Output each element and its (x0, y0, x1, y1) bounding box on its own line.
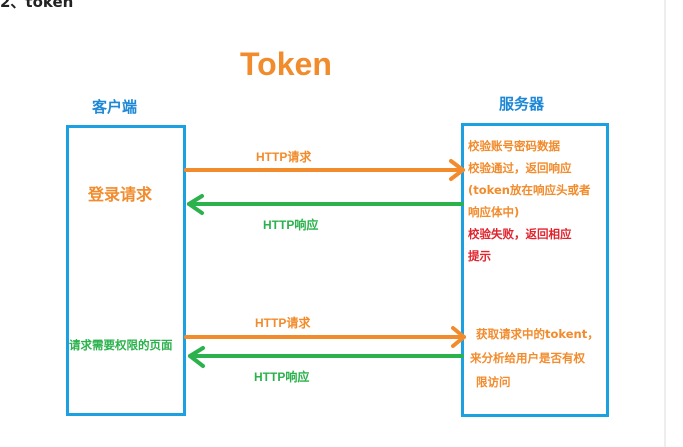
client-label: 客户端 (92, 98, 138, 116)
server-text-line: 限访问 (476, 375, 511, 389)
response-arrow-1 (187, 194, 464, 215)
protected-page-request-text: 请求需要权限的页面 (69, 338, 173, 352)
section-heading: 2、token (0, 0, 74, 11)
page-edge-divider (664, 0, 666, 447)
response-label-1: HTTP响应 (263, 218, 319, 232)
server-text-line: 获取请求中的tokent， (476, 327, 599, 341)
server-text-line: 校验通过，返回响应 (468, 161, 572, 175)
diagram-title: Token (240, 46, 332, 82)
server-text-line: 校验失败，返回相应 (468, 227, 572, 241)
server-text-line: 来分析给用户是否有权 (470, 351, 585, 365)
login-request-text: 登录请求 (88, 185, 153, 204)
request-arrow-1 (184, 159, 465, 181)
request-arrow-2 (184, 326, 466, 348)
response-arrow-2 (188, 346, 464, 368)
server-label: 服务器 (499, 95, 545, 113)
server-box (461, 123, 609, 417)
server-text-line: 响应体中) (468, 205, 520, 219)
server-text-line: 校验账号密码数据 (468, 139, 560, 153)
client-box (66, 125, 186, 416)
server-text-line: 提示 (468, 249, 491, 263)
response-label-2: HTTP响应 (254, 370, 310, 384)
request-label-1: HTTP请求 (256, 150, 312, 164)
request-label-2: HTTP请求 (255, 316, 311, 330)
server-text-line: (token放在响应头或者 (468, 183, 591, 197)
